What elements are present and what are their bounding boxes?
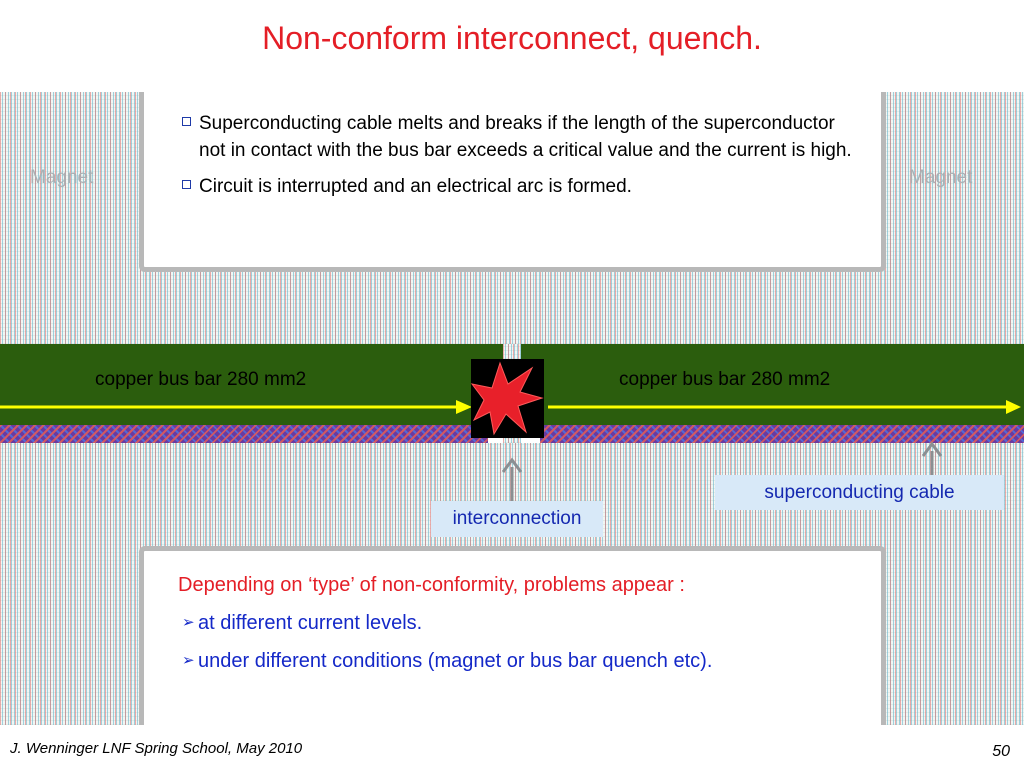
slide-number: 50 bbox=[992, 743, 1010, 760]
bus-bar-label-right: copper bus bar 280 mm2 bbox=[619, 369, 831, 390]
top-text-box bbox=[139, 92, 886, 272]
magnet-label-left: Magnet bbox=[30, 167, 94, 188]
cable-pointer-arrow bbox=[921, 441, 943, 478]
current-arrow-left bbox=[0, 400, 472, 414]
conclusion-lead: Depending on ‘type’ of non-conformity, p… bbox=[178, 574, 685, 596]
superconducting-cable-right bbox=[540, 425, 1024, 443]
interconnection-callout: interconnection bbox=[431, 501, 603, 537]
magnet-label-right: Magnet bbox=[909, 167, 973, 188]
bottom-text-box bbox=[139, 546, 886, 725]
chevron-right-icon: ➢ bbox=[182, 652, 195, 669]
bullet-item: Superconducting cable melts and breaks i… bbox=[180, 110, 860, 164]
bus-bar-left bbox=[0, 344, 503, 425]
square-bullet-icon bbox=[182, 117, 191, 126]
superconducting-cable-left bbox=[0, 425, 488, 443]
bus-bar-right bbox=[521, 344, 1024, 425]
bullet-text: Circuit is interrupted and an electrical… bbox=[199, 176, 632, 197]
conclusion-item: ➢ under different conditions (magnet or … bbox=[178, 642, 878, 680]
electrical-arc-explosion-icon bbox=[470, 359, 544, 438]
square-bullet-icon bbox=[182, 180, 191, 189]
conclusion-block: Depending on ‘type’ of non-conformity, p… bbox=[178, 566, 878, 680]
bus-bar-label-left: copper bus bar 280 mm2 bbox=[95, 369, 307, 390]
bullet-item: Circuit is interrupted and an electrical… bbox=[180, 173, 860, 200]
conclusion-item-text: at different current levels. bbox=[198, 612, 423, 634]
interconnection-pointer-arrow bbox=[501, 457, 523, 502]
bullet-text: Superconducting cable melts and breaks i… bbox=[199, 113, 852, 161]
chevron-right-icon: ➢ bbox=[182, 614, 195, 631]
top-bullet-list: Superconducting cable melts and breaks i… bbox=[180, 110, 860, 209]
conclusion-item: ➢ at different current levels. bbox=[178, 604, 878, 642]
footer-author: J. Wenninger LNF Spring School, May 2010 bbox=[10, 740, 303, 757]
slide-title: Non-conform interconnect, quench. bbox=[262, 20, 762, 56]
superconducting-cable-callout: superconducting cable bbox=[715, 475, 1004, 510]
current-arrow-right bbox=[548, 400, 1021, 414]
conclusion-item-text: under different conditions (magnet or bu… bbox=[198, 650, 713, 672]
